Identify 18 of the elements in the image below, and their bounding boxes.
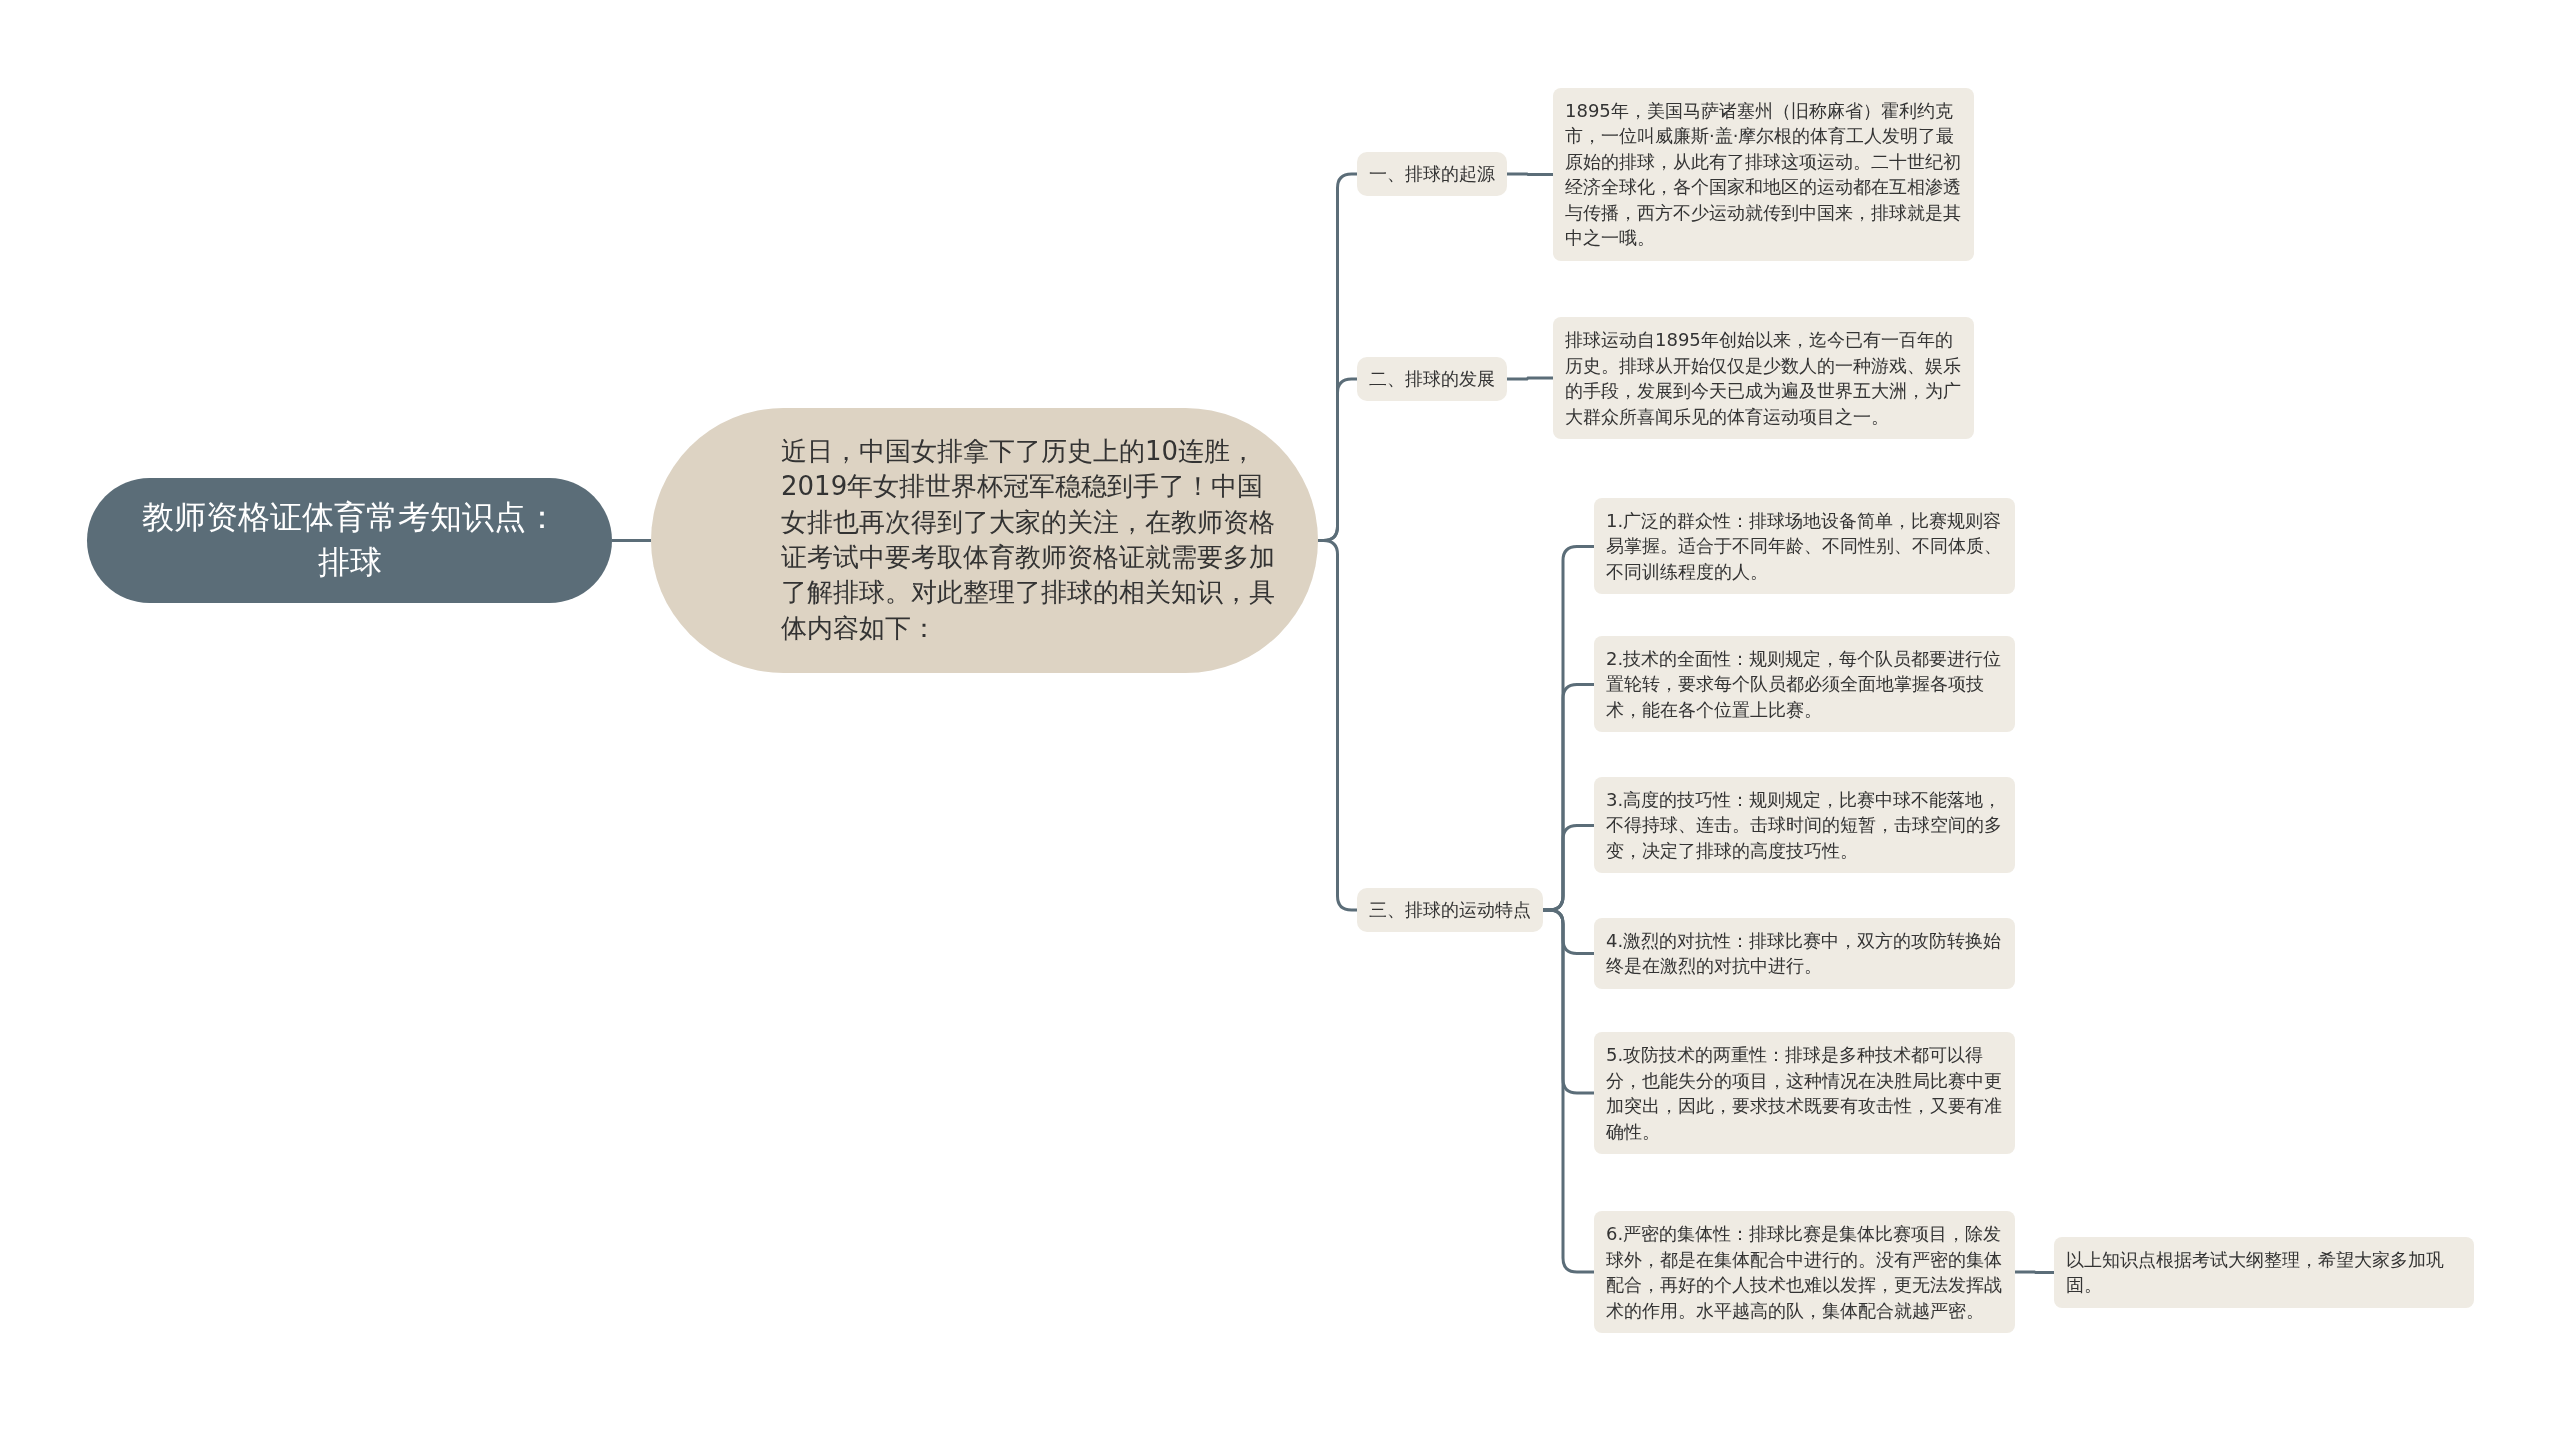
detail-card: 1.广泛的群众性：排球场地设备简单，比赛规则容易掌握。适合于不同年龄、不同性别、不同体质、不同训练程度的人。 bbox=[1594, 497, 2015, 595]
central-topic: 教师资格证体育常考知识点：排球 bbox=[87, 477, 612, 603]
detail-card: 以上知识点根据考试大纲整理，希望大家多加巩固。 bbox=[2054, 1236, 2474, 1308]
intro-bubble: 近日，中国女排拿下了历史上的10连胜，2019年女排世界杯冠军稳稳到手了！中国女排也再次得到了大家的关注，在教师资格证考试中要考取体育教师资格证就需要多加了解排球。对此整理了排球的相关知识，具体内容如下： bbox=[651, 407, 1318, 673]
detail-card: 1895年，美国马萨诸塞州（旧称麻省）霍利约克市，一位叫威廉斯·盖·摩尔根的体育工人发明了最原始的排球，从此有了排球这项运动。二十世纪初经济全球化，各个国家和地区的运动都在互相渗透与传播，西方不少运动就传到中国来，排球就是其中之一哦。 bbox=[1553, 87, 1974, 261]
branch-topic: 三、排球的运动特点 bbox=[1357, 888, 1543, 932]
connector-line bbox=[1507, 376, 1553, 381]
branch-topic: 二、排球的发展 bbox=[1357, 357, 1507, 401]
branch-topic: 一、排球的起源 bbox=[1357, 152, 1507, 196]
connector-line bbox=[612, 539, 651, 542]
detail-card: 4.激烈的对抗性：排球比赛中，双方的攻防转换始终是在激烈的对抗中进行。 bbox=[1594, 917, 2015, 989]
detail-card: 2.技术的全面性：规则规定，每个队员都要进行位置轮转，要求每个队员都必须全面地掌握各项技术，能在各个位置上比赛。 bbox=[1594, 635, 2015, 733]
connector-line bbox=[2015, 1270, 2054, 1274]
connector-line bbox=[1507, 172, 1553, 176]
detail-card: 排球运动自1895年创始以来，迄今已有一百年的历史。排球从开始仅仅是少数人的一种游戏、娱乐的手段，发展到今天已成为遍及世界五大洲，为广大群众所喜闻乐见的体育运动项目之一。 bbox=[1553, 317, 1974, 440]
detail-card: 6.严密的集体性：排球比赛是集体比赛项目，除发球外，都是在集体配合中进行的。没有严密的集体配合，再好的个人技术也难以发挥，更无法发挥战术的作用。水平越高的队，集体配合就越严密。 bbox=[1594, 1211, 2015, 1334]
detail-card: 5.攻防技术的两重性：排球是多种技术都可以得分，也能失分的项目，这种情况在决胜局比赛中更加突出，因此，要求技术既要有攻击性，又要有准确性。 bbox=[1594, 1032, 2015, 1155]
detail-card: 3.高度的技巧性：规则规定，比赛中球不能落地，不得持球、连击。击球时间的短暂，击球空间的多变，决定了排球的高度技巧性。 bbox=[1594, 776, 2015, 874]
